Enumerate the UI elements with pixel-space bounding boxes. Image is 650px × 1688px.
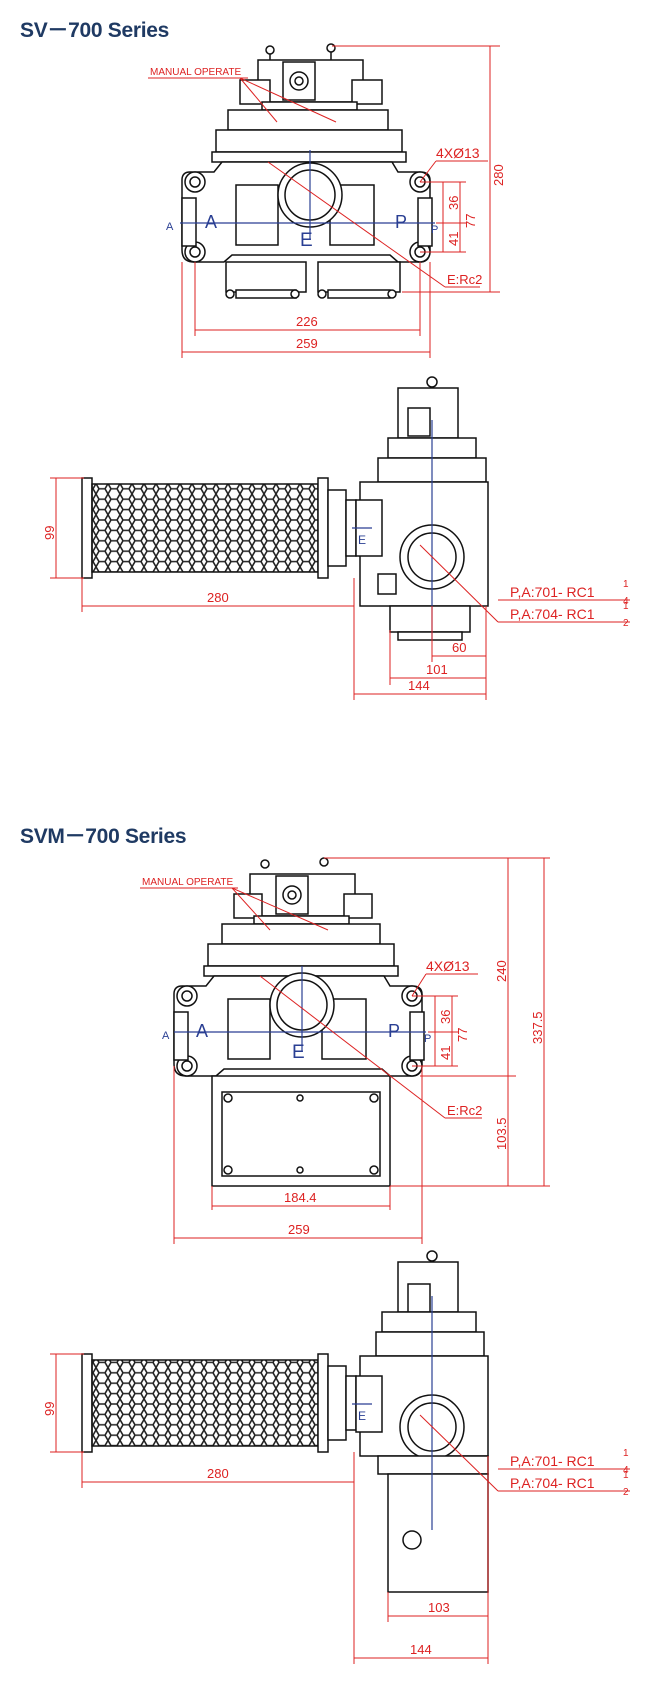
side-dimension-lines <box>50 477 630 700</box>
port-p-side-label: P <box>431 224 438 236</box>
dimension-lines <box>148 45 500 358</box>
valve-side-body <box>355 376 489 641</box>
sv700-series-title: SV－700 Series <box>20 19 170 42</box>
svm-port-p-side-label: P <box>424 1033 431 1045</box>
valve-body <box>181 161 433 299</box>
dim-103-5: 103.5 <box>494 1117 509 1150</box>
svm-dim-144: 144 <box>410 1642 432 1657</box>
dim-height-280: 280 <box>491 164 506 186</box>
dim-silencer-280: 280 <box>207 590 229 605</box>
solenoid-head <box>239 43 383 127</box>
dim-36: 36 <box>446 196 461 210</box>
dim-103: 103 <box>428 1600 450 1615</box>
exhaust-thread-label: E:Rc2 <box>447 272 482 287</box>
svm-port-note-704-den: 2 <box>623 1487 629 1498</box>
sv700-side-view: E 99 280 60 101 144 P,A:701- RC1 1 4 P,A… <box>42 376 630 700</box>
centerlines <box>180 150 435 240</box>
svm-port-p-label: P <box>388 1021 400 1041</box>
port-p-label: P <box>395 212 407 232</box>
svm-port-note-704-num: 1 <box>623 1470 629 1481</box>
dim-60: 60 <box>452 640 466 655</box>
svm-dimension-lines <box>140 857 550 1244</box>
port-note-701-num: 1 <box>623 579 629 590</box>
svm-manual-operate-label: MANUAL OPERATE <box>142 877 233 888</box>
svm-dim-99: 99 <box>42 1402 57 1416</box>
port-note-704-num: 1 <box>623 601 629 612</box>
svm700-side-view: E 99 280 103 144 P,A:701- RC1 1 4 P,A:70… <box>42 1250 630 1664</box>
svm-side-dimension-lines <box>50 1353 630 1664</box>
side-port-e-label: E <box>358 533 366 547</box>
port-note-701: P,A:701- RC1 <box>510 584 595 600</box>
dim-144: 144 <box>408 678 430 693</box>
svm-port-note-701-den: 4 <box>623 1465 629 1476</box>
sv700-front-view: A A P P E <box>148 43 506 358</box>
svm-port-e-label: E <box>292 1042 305 1063</box>
dim-226: 226 <box>296 314 318 329</box>
port-note-701-den: 4 <box>623 596 629 607</box>
dim-184-4: 184.4 <box>284 1190 317 1205</box>
svm-solenoid-head <box>233 857 373 935</box>
svm-valve-side-body <box>355 1250 489 1593</box>
port-note-704-den: 2 <box>623 618 629 629</box>
svm-port-a-label: A <box>196 1021 208 1041</box>
svm-port-note-704: P,A:704- RC1 <box>510 1475 595 1491</box>
svm-dim-77: 77 <box>455 1028 470 1042</box>
silencer <box>81 477 357 579</box>
dim-240: 240 <box>494 960 509 982</box>
dim-259: 259 <box>296 336 318 351</box>
svm-valve-cap <box>203 923 399 977</box>
svm-side-port-e-label: E <box>358 1409 366 1423</box>
port-e-label: E <box>300 230 313 251</box>
manual-operate-label: MANUAL OPERATE <box>150 67 241 78</box>
dim-99: 99 <box>42 526 57 540</box>
port-a-side-label: A <box>166 221 174 233</box>
dim-101: 101 <box>426 662 448 677</box>
svm-port-note-701: P,A:701- RC1 <box>510 1453 595 1469</box>
valve-cap <box>211 109 407 163</box>
mounting-holes-label: 4XØ13 <box>436 145 480 161</box>
dim-41: 41 <box>446 232 461 246</box>
side-centerlines <box>352 420 433 640</box>
svm-port-note-701-num: 1 <box>623 1448 629 1459</box>
dim-337-5: 337.5 <box>530 1011 545 1044</box>
svm-dim-36: 36 <box>438 1010 453 1024</box>
dim-77: 77 <box>463 214 478 228</box>
svm-dim-silencer-280: 280 <box>207 1466 229 1481</box>
svm-mounting-holes-label: 4XØ13 <box>426 958 470 974</box>
svm-side-centerlines <box>352 1296 433 1530</box>
svm700-series-title: SVM－700 Series <box>20 825 187 848</box>
port-a-label: A <box>205 212 217 232</box>
svm-exhaust-thread-label: E:Rc2 <box>447 1103 482 1118</box>
svm-silencer <box>81 1353 357 1453</box>
port-note-704: P,A:704- RC1 <box>510 606 595 622</box>
svm-valve-body <box>173 972 425 1187</box>
svm-dim-259: 259 <box>288 1222 310 1237</box>
svm-centerlines <box>174 966 426 1052</box>
svm-port-a-side-label: A <box>162 1030 170 1042</box>
svm700-front-view: A A P P E <box>140 857 550 1244</box>
svm-dim-41: 41 <box>438 1046 453 1060</box>
